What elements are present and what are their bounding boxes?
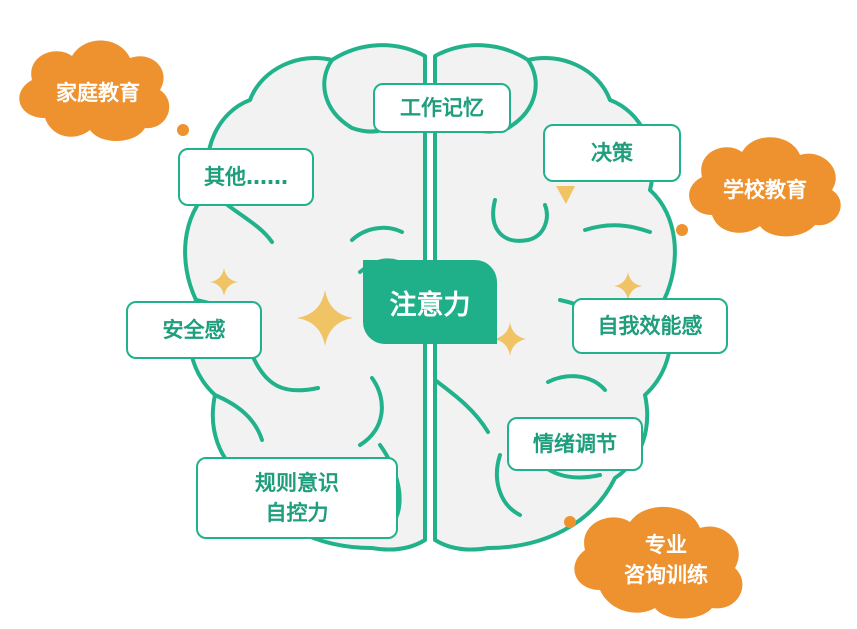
sparkle-icon	[210, 268, 238, 296]
node-security: 安全感	[126, 301, 262, 359]
node-emotion-regulation: 情绪调节	[507, 417, 643, 471]
node-self-efficacy-label: 自我效能感	[597, 314, 703, 338]
brain-fold	[494, 453, 522, 517]
decor-dot	[676, 224, 688, 236]
node-other: 其他……	[178, 148, 314, 206]
node-selfcontrol-label: 自控力	[265, 501, 329, 525]
cloud-pro-line1: 专业	[645, 533, 687, 557]
decor-dot	[564, 516, 576, 528]
sparkle-icon	[614, 272, 642, 300]
node-rules-selfcontrol: 规则意识 自控力	[196, 457, 398, 539]
decor-triangle	[556, 186, 575, 204]
brain-fold	[491, 198, 549, 243]
cloud-professional	[574, 506, 743, 619]
sparkle-icon	[494, 322, 526, 356]
cloud-school-label: 学校教育	[723, 178, 807, 202]
node-other-label: 其他……	[204, 165, 288, 189]
brain-fold	[248, 348, 320, 393]
cloud-family	[19, 40, 170, 142]
node-working-memory: 工作记忆	[373, 83, 511, 133]
brain-fold	[350, 225, 404, 242]
brain-fold	[358, 376, 384, 447]
cloud-pro-line2: 咨询训练	[624, 563, 708, 587]
decor-dot	[177, 124, 189, 136]
node-security-label: 安全感	[162, 318, 226, 342]
node-decision-label: 决策	[591, 141, 633, 165]
node-working-memory-label: 工作记忆	[400, 96, 484, 120]
cloud-professional-label: 专业 咨询训练	[600, 530, 732, 590]
brain-fold	[433, 378, 490, 434]
cloud-school	[689, 137, 841, 237]
node-self-efficacy: 自我效能感	[572, 298, 728, 354]
cloud-family-label: 家庭教育	[56, 81, 140, 105]
brain-fold	[546, 374, 607, 392]
brain-fold	[583, 223, 652, 234]
center-node-attention: 注意力	[363, 260, 497, 344]
node-emotion-regulation-label: 情绪调节	[533, 432, 617, 456]
node-rules-label: 规则意识	[255, 471, 339, 495]
brain-fold	[213, 393, 264, 442]
node-decision: 决策	[543, 124, 681, 182]
center-node-label: 注意力	[389, 289, 471, 321]
sparkle-icon	[297, 290, 353, 346]
